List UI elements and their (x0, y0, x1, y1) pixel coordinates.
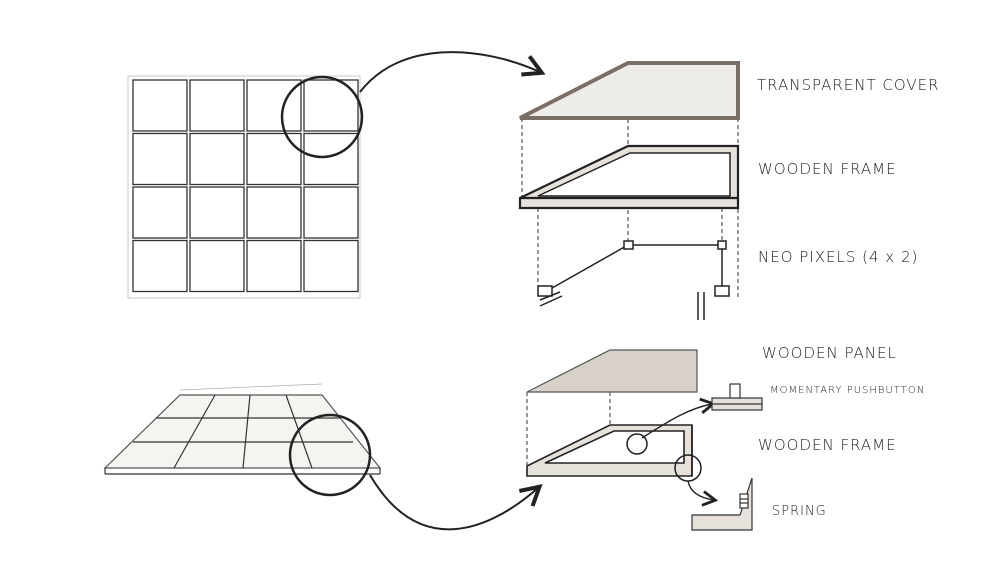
pushbutton-detail (711, 383, 763, 411)
arrow-top (359, 51, 540, 93)
label-wooden-frame-bottom: WOODEN FRAME (758, 436, 897, 454)
grid-perspective-view (103, 383, 382, 475)
grid-cell (189, 132, 245, 186)
grid-cell (189, 239, 245, 293)
grid-cell (303, 132, 359, 186)
grid-cell (132, 186, 188, 239)
detail-circle-pushbutton (626, 433, 648, 455)
transparent-cover-part (519, 61, 740, 120)
grid-front-view (127, 75, 361, 299)
detail-circle-bottom (288, 413, 372, 497)
grid-cell (246, 132, 302, 186)
wooden-frame-part-bottom (526, 424, 693, 477)
label-transparent-cover: TRANSPARENT COVER (757, 76, 940, 94)
grid-cell (189, 186, 245, 239)
label-momentary-pushbutton: MOMENTARY PUSHBUTTON (770, 385, 926, 396)
grid-cell (246, 186, 302, 239)
neo-pixels-part (537, 240, 730, 320)
wooden-panel-part (526, 349, 698, 393)
arrow-pushbutton (641, 404, 712, 439)
grid-cell (303, 79, 359, 132)
arrow-bottom (369, 474, 538, 531)
grid-cell (132, 239, 188, 293)
spring-detail (691, 477, 753, 531)
guide-lines-bottom (526, 392, 611, 465)
label-wooden-frame-top: WOODEN FRAME (758, 160, 897, 178)
arrow-spring (687, 480, 714, 500)
grid-cell (246, 79, 302, 132)
label-neo-pixels: NEO PIXELS (4 x 2) (758, 248, 919, 266)
wooden-frame-part-top (518, 144, 740, 210)
detail-circle-top (280, 75, 364, 159)
grid-cell (189, 79, 245, 132)
label-spring: SPRING (772, 504, 827, 519)
grid-cell (246, 239, 302, 293)
grid-cell (132, 79, 188, 132)
label-wooden-panel: WOODEN PANEL (762, 344, 897, 362)
grid-cell (303, 186, 359, 239)
grid-cell (132, 132, 188, 186)
grid-cell (303, 239, 359, 293)
